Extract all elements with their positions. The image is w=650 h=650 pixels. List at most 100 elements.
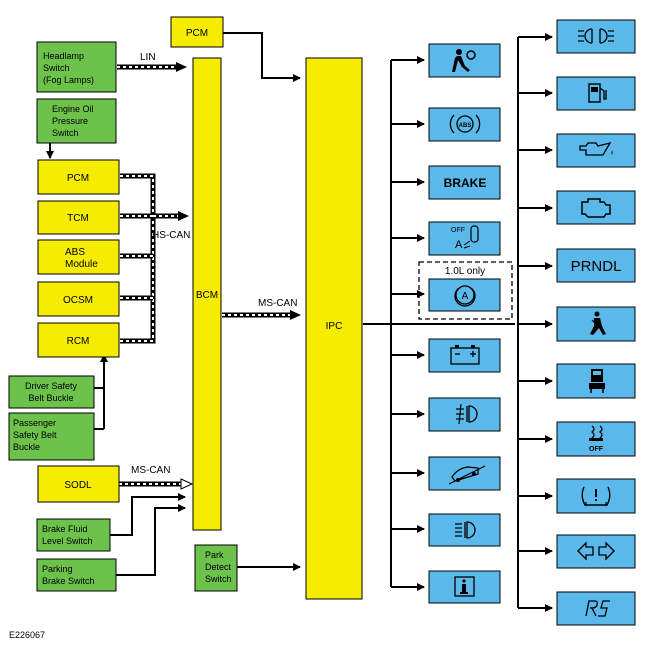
turn-arrows-icon: [577, 541, 615, 561]
lin-bus: [117, 62, 187, 72]
side-lamps-indicator: [556, 19, 636, 54]
parking-brake-label-line1: Parking: [42, 564, 73, 574]
abs-label-line2: Module: [65, 259, 98, 270]
passenger-seat-icon: [589, 369, 605, 393]
only-label: 1.0L only: [445, 266, 485, 277]
sodl-label: SODL: [64, 480, 92, 491]
auto-high-beam-indicator: OFF A: [428, 221, 501, 256]
check-engine-indicator: [556, 190, 636, 225]
oil-pressure-indicator: [556, 133, 636, 168]
auto-hb-off-text: OFF: [451, 227, 465, 234]
engine-oil-label-line3: Switch: [52, 128, 79, 138]
mid-branch-arrows: [391, 56, 425, 591]
tcm-module: TCM: [37, 200, 120, 235]
pcm-top-label: PCM: [186, 28, 208, 39]
hs-can-label: HS-CAN: [152, 230, 190, 241]
brake-fluid-label-line1: Brake Fluid: [42, 524, 88, 534]
tire-pressure-icon: [581, 486, 611, 506]
park-detect-label-line2: Detect: [205, 562, 232, 572]
lin-label: LIN: [140, 52, 156, 63]
parking-brake-switch: Parking Brake Switch: [36, 558, 117, 592]
auto-start-stop-indicator: A: [428, 278, 501, 312]
ms-can-bcm-label: MS-CAN: [258, 298, 297, 309]
side-lamps-icon: [578, 28, 614, 44]
svg-text:A: A: [455, 239, 463, 251]
connection-lines: [46, 32, 519, 608]
auto-high-beam-icon: A: [455, 225, 479, 251]
pcm-top-module: PCM: [170, 16, 224, 48]
ocsm-label: OCSM: [63, 295, 93, 306]
fuel-pump-icon: [588, 83, 607, 103]
ocsm-module: OCSM: [37, 281, 120, 317]
tire-pressure-indicator: [556, 478, 636, 514]
pcm-module: PCM: [37, 159, 120, 195]
prndl-indicator: PRNDL: [556, 248, 636, 283]
park-detect-label-line3: Switch: [205, 574, 232, 584]
ms-can-bus-sodl: [119, 478, 194, 490]
low-beam-icon: [455, 521, 476, 539]
turn-signal-indicator: [556, 534, 636, 569]
hill-descent-indicator: [428, 456, 501, 491]
auto-start-stop-icon: A: [454, 285, 476, 307]
driver-belt-label-line1: Driver Safety: [25, 381, 78, 391]
info-icon: [454, 576, 475, 597]
seatbelt-indicator: [556, 306, 636, 342]
passenger-belt-label-line1: Passenger: [13, 418, 56, 428]
fuel-indicator: [556, 76, 636, 111]
abs-label-line1: ABS: [65, 247, 85, 258]
abs-indicator: ABS: [428, 107, 501, 142]
headlamp-switch: Headlamp Switch (Fog Lamps): [36, 41, 117, 93]
passenger-belt-label-line2: Safety Belt: [13, 430, 57, 440]
traction-control-off-indicator: OFF: [556, 421, 636, 457]
bcm-module: BCM: [192, 57, 222, 531]
engine-oil-label-line1: Engine Oil: [52, 104, 94, 114]
ms-can-sodl-label: MS-CAN: [131, 465, 170, 476]
brake-fluid-level-switch: Brake Fluid Level Switch: [36, 518, 111, 552]
ipc-label: IPC: [326, 321, 343, 332]
park-detect-label-line1: Park: [205, 550, 224, 560]
engine-oil-pressure-switch: Engine Oil Pressure Switch: [36, 98, 117, 144]
battery-icon: [450, 345, 480, 365]
svg-text:A: A: [462, 291, 469, 302]
rear-fog-indicator: [428, 397, 501, 432]
airbag-icon: [452, 49, 476, 72]
traction-control-icon: [589, 425, 603, 441]
brake-text: BRAKE: [444, 176, 487, 190]
rs-logo-icon: [585, 600, 610, 617]
information-indicator: [428, 570, 501, 604]
diagram-id: E226067: [9, 630, 45, 640]
low-beam-indicator: [428, 513, 501, 547]
parking-brake-label-line2: Brake Switch: [42, 576, 95, 586]
headlamp-label-line2: Switch: [43, 63, 70, 73]
bcm-label: BCM: [196, 290, 218, 301]
tcm-label: TCM: [67, 213, 89, 224]
headlamp-label-line3: (Fog Lamps): [43, 75, 94, 85]
airbag-indicator: [428, 43, 501, 78]
right-branch-arrows: [518, 33, 553, 612]
park-detect-switch: Park Detect Switch: [194, 544, 238, 592]
rcm-label: RCM: [67, 336, 90, 347]
driver-belt-label-line2: Belt Buckle: [28, 393, 73, 403]
seatbelt-icon: [590, 311, 606, 335]
one-liter-only-group: 1.0L only: [418, 261, 513, 320]
oil-can-icon: [579, 141, 613, 156]
abs-icon: ABS: [449, 114, 481, 134]
hill-descent-icon: [448, 465, 486, 485]
rear-fog-lamp-icon: [456, 403, 478, 425]
driver-belt-buckle: Driver Safety Belt Buckle: [8, 375, 95, 409]
traction-off-text: OFF: [589, 446, 604, 453]
brake-indicator: BRAKE: [428, 165, 501, 200]
sodl-module: SODL: [37, 465, 120, 503]
svg-text:ABS: ABS: [459, 123, 472, 129]
pcm-label: PCM: [67, 173, 89, 184]
engine-icon: [581, 198, 611, 218]
abs-module: ABS Module: [37, 239, 120, 275]
rs-mode-indicator: [556, 591, 636, 626]
rcm-module: RCM: [37, 322, 120, 358]
prndl-text: PRNDL: [571, 258, 622, 275]
seat-occupancy-indicator: [556, 363, 636, 399]
hs-can-bus: [120, 173, 189, 344]
battery-indicator: [428, 338, 501, 373]
headlamp-label-line1: Headlamp: [43, 51, 84, 61]
